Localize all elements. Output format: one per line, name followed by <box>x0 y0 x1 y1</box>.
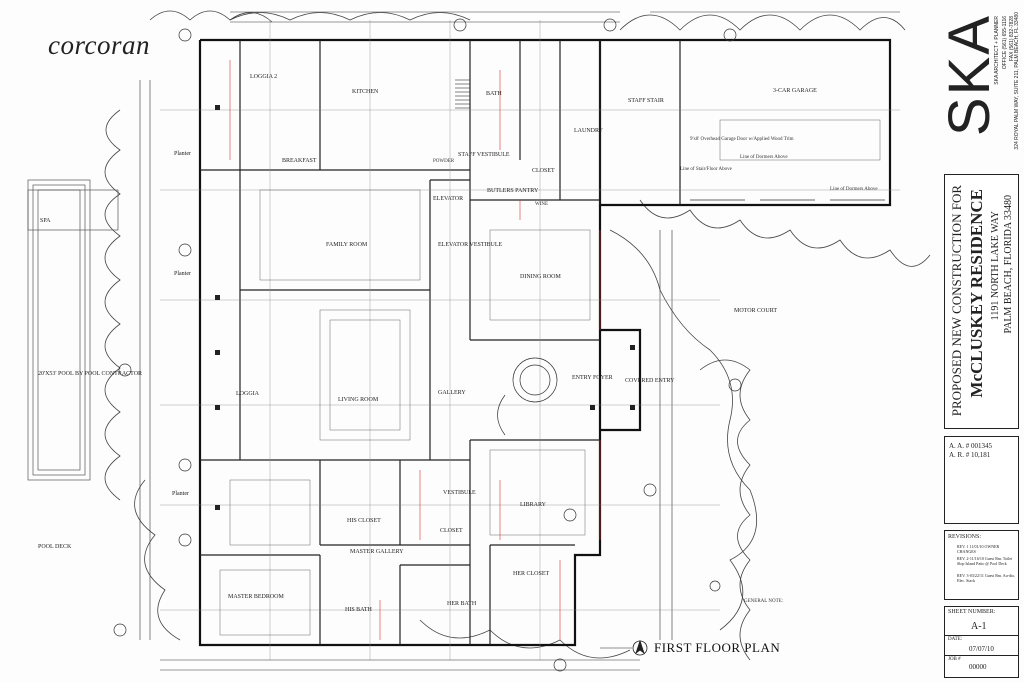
firm-block: SKA SKA ARCHITECT + PLANNER OFFICE (561)… <box>930 4 1020 174</box>
date-label: DATE: <box>948 637 963 642</box>
room-vestibule: VESTIBULE <box>443 490 476 496</box>
aa-number: A. A. # 001345 <box>949 442 992 450</box>
columns <box>215 105 635 510</box>
job-value: 00000 <box>969 663 987 671</box>
room-master-gallery: MASTER GALLERY <box>350 549 404 555</box>
staff-stair <box>455 79 470 109</box>
sheet-block: SHEET NUMBER: A-1 DATE: 07/07/10 JOB # 0… <box>944 606 1019 678</box>
note-garage-door-1: 9'x8' Overhead Garage Door w/Applied Woo… <box>690 137 794 142</box>
planter-1: Planter <box>174 151 191 157</box>
revision-lines <box>229 60 601 640</box>
firm-tagline: SKA ARCHITECT + PLANNER <box>994 16 1000 85</box>
room-closet: CLOSET <box>532 168 555 174</box>
room-kitchen: KITCHEN <box>352 89 379 95</box>
note-dormers-top: Line of Dormers Above <box>740 155 788 160</box>
firm-office: OFFICE (561) 655-1116 <box>1002 16 1008 70</box>
room-living-room: LIVING ROOM <box>338 397 379 403</box>
room-her-closet: HER CLOSET <box>513 571 550 577</box>
room-her-bath: HER BATH <box>447 601 477 607</box>
room-butlers-pantry: BUTLERS PANTRY <box>487 188 539 194</box>
room-dining-room: DINING ROOM <box>520 274 561 280</box>
room-family-room: FAMILY ROOM <box>326 242 368 248</box>
room-wine: WINE <box>535 202 548 207</box>
room-library: LIBRARY <box>520 502 547 508</box>
ar-number: A. R. # 10,181 <box>949 451 991 459</box>
room-staff-vestibule: STAFF VESTIBULE <box>458 152 510 158</box>
room-loggia: LOGGIA <box>236 391 260 397</box>
project-line2: McCLUSKEY RESIDENCE <box>967 189 986 398</box>
revision-item: REV. 1 11/01/10 OWNER CHANGES <box>957 544 1000 554</box>
room-entry-foyer: ENTRY FOYER <box>572 375 613 381</box>
note-stair-line: Line of Stair/Floor Above <box>680 167 733 172</box>
section-markers <box>113 18 742 672</box>
room-his-closet: HIS CLOSET <box>347 518 381 524</box>
project-line1: PROPOSED NEW CONSTRUCTION FOR <box>949 185 964 417</box>
entry-stair <box>497 357 558 436</box>
brand-logo: corcoran <box>48 30 150 60</box>
room-covered-entry: COVERED ENTRY <box>625 378 675 384</box>
note-dormers-bottom: Line of Dormers Above <box>830 187 878 192</box>
firm-logo: SKA <box>937 14 1002 137</box>
room-elevator-vestibule: ELEVATOR VESTIBULE <box>438 242 503 248</box>
landscape-clouds <box>104 10 931 661</box>
revision-item: REV. 3-03/22/11 Guest Rm. Au-dio, Elec. … <box>957 573 1016 583</box>
firm-address: 324 ROYAL PALM WAY, SUITE 211, PALM BEAC… <box>1014 12 1020 150</box>
pool-outline <box>27 179 119 481</box>
dimension-lines <box>139 11 900 671</box>
revisions-block: REVISIONS: REV. 1 11/01/10 OWNER CHANGES… <box>944 530 1019 600</box>
plan-title: FIRST FLOOR PLAN <box>654 640 781 655</box>
room-motor-court: MOTOR COURT <box>734 308 777 314</box>
date-value: 07/07/10 <box>969 645 994 653</box>
sheet-number: A-1 <box>971 621 987 632</box>
project-line3: 1191 NORTH LAKE WAY <box>990 211 1001 321</box>
license-block: A. A. # 001345 A. R. # 10,181 <box>944 436 1019 524</box>
room-spa: SPA <box>40 218 51 224</box>
room-garage: 3-CAR GARAGE <box>773 88 817 94</box>
interior-walls <box>200 40 681 645</box>
job-label: JOB # <box>948 657 961 662</box>
north-arrow-icon <box>632 639 648 656</box>
room-laundry: LAUNDRY <box>574 128 604 134</box>
room-pool-deck: POOL DECK <box>38 544 72 550</box>
room-closet-2: CLOSET <box>440 528 463 534</box>
room-labels: LOGGIA 2 KITCHEN BATH LAUNDRY STAFF STAI… <box>38 74 878 613</box>
room-elevator: ELEVATOR <box>433 196 463 202</box>
sheet-number-label: SHEET NUMBER: <box>948 609 996 615</box>
project-block: PROPOSED NEW CONSTRUCTION FOR McCLUSKEY … <box>944 174 1019 429</box>
project-line4: PALM BEACH, FLORIDA 33480 <box>1003 195 1014 334</box>
note-general: GENERAL NOTE: <box>744 599 783 604</box>
room-loggia2: LOGGIA 2 <box>250 74 277 80</box>
room-master-bedroom: MASTER BEDROOM <box>228 594 285 600</box>
room-bath: BATH <box>486 91 502 97</box>
exterior-walls <box>198 38 892 647</box>
room-pool: 20'X53' POOL BY POOL CONTRACTOR <box>38 371 142 377</box>
title-block: SKA SKA ARCHITECT + PLANNER OFFICE (561)… <box>930 4 1020 678</box>
planter-3: Planter <box>172 491 189 497</box>
revisions-label: REVISIONS: <box>948 534 982 540</box>
revision-item: REV. 2-11/16/10 Guest Rm. Toilet Slop Is… <box>957 556 1013 566</box>
room-powder: POWDER <box>433 159 455 164</box>
room-gallery: GALLERY <box>438 390 466 396</box>
room-staff-stair: STAFF STAIR <box>628 98 664 104</box>
room-his-bath: HIS BATH <box>345 607 373 613</box>
ceiling-trays <box>219 119 881 636</box>
room-breakfast: BREAKFAST <box>282 158 317 164</box>
planter-2: Planter <box>174 271 191 277</box>
